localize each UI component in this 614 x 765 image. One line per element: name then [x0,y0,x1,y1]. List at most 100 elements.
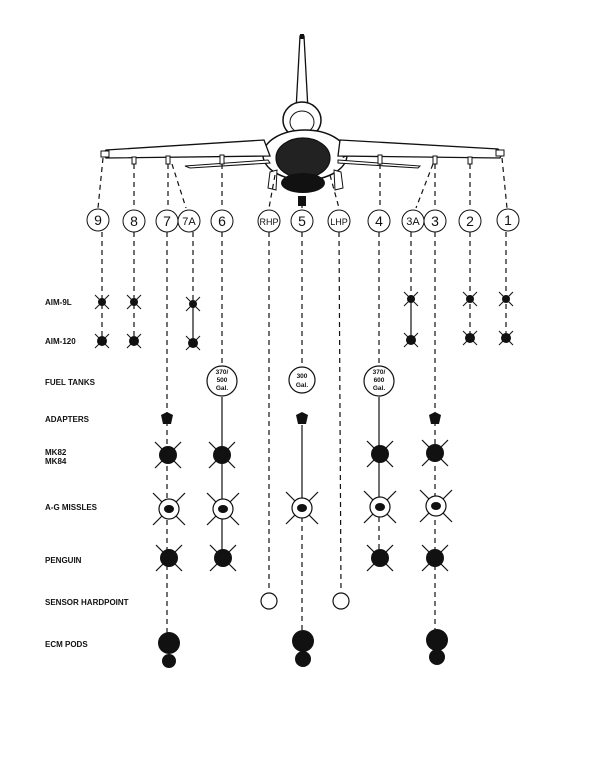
right-wing [337,139,503,159]
station-3-label: 3 [431,213,439,229]
tank-4-line3: Gal. [373,385,385,392]
wingtip-rail-right [495,149,505,157]
tank-4-line2: 600 [374,377,385,384]
aim120-row [94,330,514,351]
ecm-pod-station-5 [292,630,314,667]
station-9-label: 9 [94,212,102,228]
bomb-station-3 [421,439,449,467]
connector-lines-top [97,157,508,209]
station-rhp: RHP [257,209,281,233]
row-label-ecm-pods: ECM PODS [45,640,88,649]
station-lhp-label: LHP [330,217,348,227]
bomb-station-4 [366,440,394,468]
left-wing [102,139,271,159]
row-label-aim120: AIM-120 [45,337,76,346]
station-7-label: 7 [163,213,171,229]
ecm-pod-station-3 [426,629,448,665]
gear-stub [298,196,306,206]
ag-missile-station-7 [152,492,186,526]
fuel-tanks-row: 370/ 500 Gal. 300 Gal. 370/ 600 Gal. [206,365,395,397]
tank-6-line3: Gal. [216,385,228,392]
aim9l-marker-7a [185,296,201,312]
station-3a-label: 3A [406,216,420,228]
ag-missiles-row [152,489,453,526]
tail-fin [295,35,309,111]
row-label-mk84: MK84 [45,457,67,466]
ag-missile-station-3 [419,489,453,523]
aim120-marker-8 [126,333,142,349]
station-rhp-label: RHP [259,217,278,227]
connector-lines-stores [101,231,507,665]
sensor-hardpoint-lhp [332,592,350,610]
intake-lower [281,173,325,193]
adapter-station-3 [429,412,441,424]
station-1: 1 [496,208,520,232]
station-7a: 7A [177,209,201,233]
station-2: 2 [458,209,482,233]
station-4: 4 [367,209,391,233]
penguin-station-6 [209,544,237,572]
tank-5-line2: Gal. [296,382,308,389]
station-8: 8 [122,209,146,233]
fuel-tank-station-4: 370/ 600 Gal. [363,365,395,397]
fuel-tank-station-6: 370/ 500 Gal. [206,365,238,397]
aim120-marker-9 [94,333,110,349]
tank-4-line1: 370/ [373,369,386,376]
row-labels: AIM-9L AIM-120 FUEL TANKS ADAPTERS MK82 … [45,298,129,649]
adapter-station-7 [161,412,173,424]
row-label-fuel-tanks: FUEL TANKS [45,378,96,387]
pylon-7 [165,155,171,165]
station-4-label: 4 [375,213,383,229]
station-3: 3 [423,209,447,233]
adapter-station-5 [296,412,308,424]
penguin-station-4 [366,544,394,572]
aim9l-marker-2 [462,291,478,307]
penguin-station-3 [421,544,449,572]
ventral-fin-right [333,169,344,191]
aim120-marker-1 [498,330,514,346]
tank-6-line2: 500 [217,377,228,384]
ag-missile-station-5 [285,491,319,525]
station-2-label: 2 [466,213,474,229]
aim9l-marker-3a [403,291,419,307]
aim120-marker-3a [403,332,419,348]
pylon-8 [131,156,137,165]
engine-intake [275,137,331,179]
pylon-6 [219,154,225,165]
row-label-adapters: ADAPTERS [45,415,90,424]
station-markers: 9 8 7 7A 6 RHP 5 LHP 4 3A 3 2 1 [86,208,520,233]
station-9: 9 [86,208,110,232]
aim9l-marker-1 [498,291,514,307]
station-8-label: 8 [130,213,138,229]
aim9l-marker-9 [94,294,110,310]
ecm-pod-station-7 [158,632,180,668]
aim120-marker-7a [185,335,201,351]
row-label-sensor-hardpoint: SENSOR HARDPOINT [45,598,129,607]
ag-missile-station-4 [363,490,397,524]
station-3a: 3A [401,209,425,233]
mk82-mk84-row [154,439,449,469]
row-label-penguin: PENGUIN [45,556,82,565]
ecm-pods-row [158,629,448,668]
ag-missile-station-6 [206,492,240,526]
tank-6-line1: 370/ [216,369,229,376]
station-7: 7 [155,209,179,233]
penguin-station-7 [155,544,183,572]
bomb-station-6 [208,441,236,469]
station-6: 6 [210,209,234,233]
aim120-marker-2 [462,330,478,346]
pylon-2 [467,156,473,165]
sensor-hardpoint-row [260,592,350,610]
pylon-3 [432,155,438,165]
row-label-aim9l: AIM-9L [45,298,72,307]
aim9l-marker-8 [126,294,142,310]
station-lhp: LHP [327,209,351,233]
station-1-label: 1 [504,212,512,228]
wingtip-rail-left [100,150,110,158]
aim9l-row [94,291,514,312]
fuel-tank-station-5: 300 Gal. [288,366,316,394]
adapters-row [161,412,441,424]
left-stabilizer [184,159,271,169]
